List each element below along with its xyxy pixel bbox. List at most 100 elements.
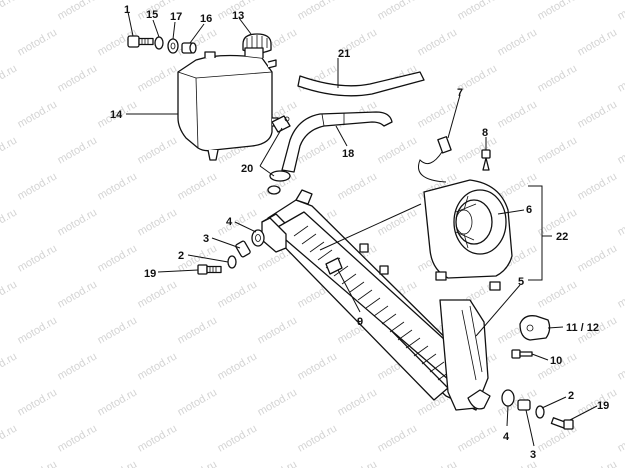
watermark-text: motod.ru bbox=[456, 0, 500, 23]
spacer-part-3b bbox=[517, 399, 531, 411]
watermark-text: motod.ru bbox=[16, 314, 60, 346]
bolt-part-10 bbox=[511, 349, 533, 359]
watermark-text: motod.ru bbox=[96, 170, 140, 202]
watermark-text: motod.ru bbox=[0, 0, 19, 23]
watermark-text: motod.ru bbox=[416, 98, 460, 130]
callout-20: 20 bbox=[241, 163, 253, 175]
watermark-text: motod.ru bbox=[176, 314, 220, 346]
callout-18: 18 bbox=[342, 148, 354, 160]
hose-clamp-part-20 bbox=[267, 170, 291, 195]
watermark-text: motod.ru bbox=[136, 350, 180, 382]
watermark-text: motod.ru bbox=[256, 386, 300, 418]
watermark-text: motod.ru bbox=[616, 350, 625, 382]
watermark-text: motod.ru bbox=[0, 350, 19, 382]
watermark-text: motod.ru bbox=[56, 206, 100, 238]
grommet-part-4a bbox=[251, 229, 265, 247]
watermark-text: motod.ru bbox=[296, 350, 340, 382]
callout-14: 14 bbox=[110, 109, 123, 121]
watermark-text: motod.ru bbox=[136, 206, 180, 238]
watermark-text: motod.ru bbox=[96, 242, 140, 274]
watermark-text: motod.ru bbox=[376, 206, 420, 238]
watermark-text: motod.ru bbox=[536, 62, 580, 94]
watermark-text: motod.ru bbox=[616, 134, 625, 166]
watermark-text: motod.ru bbox=[376, 134, 420, 166]
radiator-part-5 bbox=[261, 189, 491, 411]
callout-19b: 19 bbox=[597, 400, 609, 412]
watermark-text: motod.ru bbox=[536, 134, 580, 166]
watermark-text: motod.ru bbox=[536, 0, 580, 23]
callout-19a: 19 bbox=[144, 268, 156, 280]
watermark-text: motod.ru bbox=[96, 458, 140, 468]
mount-bolt-part-19a bbox=[197, 264, 222, 275]
watermark-text: motod.ru bbox=[96, 386, 140, 418]
callout-10: 10 bbox=[550, 355, 562, 367]
watermark-text: motod.ru bbox=[176, 458, 220, 468]
watermark-text: motod.ru bbox=[616, 0, 625, 23]
watermark-text: motod.ru bbox=[16, 26, 60, 58]
watermark-text: motod.ru bbox=[576, 98, 620, 130]
watermark-text: motod.ru bbox=[256, 314, 300, 346]
callout-17: 17 bbox=[170, 11, 182, 23]
washer-part-15 bbox=[154, 36, 164, 50]
watermark-text: motod.ru bbox=[576, 242, 620, 274]
callout-15: 15 bbox=[146, 9, 158, 21]
watermark-text: motod.ru bbox=[16, 386, 60, 418]
expansion-tank-part-14 bbox=[177, 47, 279, 161]
watermark-text: motod.ru bbox=[616, 62, 625, 94]
mount-bracket-part-11-12 bbox=[519, 315, 551, 341]
callout-2a: 2 bbox=[178, 250, 184, 262]
watermark-text: motod.ru bbox=[176, 170, 220, 202]
callout-5: 5 bbox=[518, 276, 524, 288]
washer-part-2a bbox=[227, 255, 237, 269]
callout-6: 6 bbox=[526, 204, 532, 216]
watermark-text: motod.ru bbox=[0, 206, 19, 238]
watermark-text: motod.ru bbox=[416, 26, 460, 58]
watermark-text: motod.ru bbox=[336, 386, 380, 418]
watermark-text: motod.ru bbox=[456, 134, 500, 166]
watermark-text: motod.ru bbox=[376, 0, 420, 23]
watermark-text: motod.ru bbox=[456, 422, 500, 454]
watermark-text: motod.ru bbox=[256, 458, 300, 468]
callout-13: 13 bbox=[232, 10, 244, 22]
watermark-text: motod.ru bbox=[576, 458, 620, 468]
watermark-text: motod.ru bbox=[616, 206, 625, 238]
overflow-hose-part-21 bbox=[297, 71, 425, 97]
watermark-text: motod.ru bbox=[496, 98, 540, 130]
watermark-text: motod.ru bbox=[56, 62, 100, 94]
callout-4b: 4 bbox=[503, 431, 510, 443]
spacer-part-16 bbox=[181, 42, 197, 54]
watermark-text: motod.ru bbox=[336, 170, 380, 202]
watermark-text: motod.ru bbox=[496, 26, 540, 58]
watermark-text: motod.ru bbox=[0, 422, 19, 454]
watermark-text: motod.ru bbox=[296, 0, 340, 23]
watermark-text: motod.ru bbox=[576, 170, 620, 202]
callout-11-12: 11 / 12 bbox=[566, 322, 599, 334]
watermark-text: motod.ru bbox=[16, 170, 60, 202]
grommet-part-4b bbox=[501, 389, 515, 407]
callout-2b: 2 bbox=[568, 390, 574, 402]
fan-wiring-part-7 bbox=[418, 136, 452, 183]
callout-9: 9 bbox=[357, 316, 363, 328]
watermark-text: motod.ru bbox=[136, 422, 180, 454]
watermark-text: motod.ru bbox=[16, 458, 60, 468]
screw-part-8 bbox=[481, 149, 491, 171]
coolant-hose-part-18 bbox=[271, 111, 393, 173]
watermark-text: motod.ru bbox=[136, 62, 180, 94]
watermark-text: motod.ru bbox=[216, 350, 260, 382]
watermark-text: motod.ru bbox=[216, 422, 260, 454]
watermark-text: motod.ru bbox=[0, 62, 19, 94]
watermark-text: motod.ru bbox=[216, 278, 260, 310]
watermark-text: motod.ru bbox=[496, 386, 540, 418]
watermark-text: motod.ru bbox=[376, 422, 420, 454]
watermark-text: motod.ru bbox=[536, 278, 580, 310]
watermark-text: motod.ru bbox=[56, 0, 100, 23]
bolt-part-1 bbox=[127, 35, 154, 48]
callout-7: 7 bbox=[457, 87, 463, 99]
grommet-part-17 bbox=[167, 38, 179, 54]
watermark-text: motod.ru bbox=[296, 422, 340, 454]
watermark-text: motod.ru bbox=[416, 458, 460, 468]
watermark-text: motod.ru bbox=[136, 134, 180, 166]
callout-16: 16 bbox=[200, 13, 212, 25]
watermark-text: motod.ru bbox=[56, 350, 100, 382]
